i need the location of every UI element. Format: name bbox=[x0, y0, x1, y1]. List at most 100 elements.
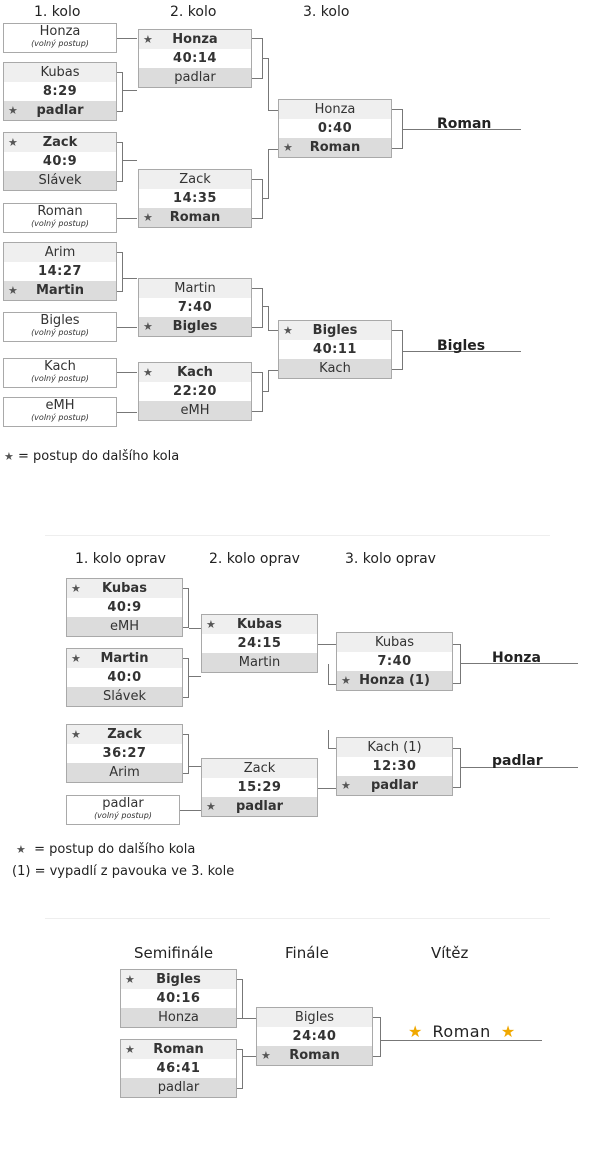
connector bbox=[188, 658, 189, 698]
star-icon: ★ bbox=[408, 1022, 423, 1041]
connector bbox=[460, 644, 461, 684]
player-top: Bigles bbox=[257, 1008, 372, 1027]
match-final: Bigles 24:40 ★Roman bbox=[256, 1007, 373, 1066]
bracket-winner-2: Bigles bbox=[437, 338, 486, 354]
connector bbox=[252, 38, 262, 39]
player-top: Honza bbox=[279, 100, 391, 119]
connector bbox=[268, 330, 278, 331]
player-bottom: ★Martin bbox=[4, 281, 116, 300]
player-bottom: ★Roman bbox=[139, 208, 251, 227]
connector bbox=[403, 129, 521, 130]
player-top: Arim bbox=[4, 243, 116, 262]
connector bbox=[183, 773, 188, 774]
star-icon: ★ bbox=[71, 728, 81, 741]
header-round-3: 3. kolo bbox=[303, 4, 350, 20]
score: 40:0 bbox=[67, 668, 182, 687]
score: 40:11 bbox=[279, 340, 391, 359]
legend-star: ★ = postup do dalšího kola bbox=[4, 449, 180, 464]
star-icon: ★ bbox=[283, 324, 293, 337]
score: 12:30 bbox=[337, 757, 452, 776]
divider bbox=[45, 918, 550, 919]
player-bottom: Arim bbox=[67, 763, 182, 782]
match-zack-slavek: ★Zack 40:9 Slávek bbox=[3, 132, 117, 191]
header-round-2: 2. kolo bbox=[170, 4, 217, 20]
player-top: ★Bigles bbox=[279, 321, 391, 340]
repechage-winner-1: Honza bbox=[492, 650, 541, 666]
legend-eliminated: (1) = vypadlí z pavouka ve 3. kole bbox=[12, 864, 235, 879]
bye-emh: eMH (volný postup) bbox=[3, 397, 117, 427]
connector bbox=[117, 291, 122, 292]
connector bbox=[252, 411, 262, 412]
player-name: eMH bbox=[45, 398, 75, 413]
connector bbox=[268, 149, 269, 199]
star-icon: ★ bbox=[8, 104, 18, 117]
player-top: ★Kach bbox=[139, 363, 251, 382]
header-repechage-1: 1. kolo oprav bbox=[75, 551, 166, 567]
connector bbox=[237, 979, 242, 980]
free-pass-label: (volný postup) bbox=[31, 413, 89, 422]
match-martin-slavek: ★Martin 40:0 Slávek bbox=[66, 648, 183, 707]
connector bbox=[242, 979, 243, 1019]
player-top: Kubas bbox=[337, 633, 452, 652]
player-bottom: padlar bbox=[139, 68, 251, 87]
connector bbox=[380, 1017, 381, 1057]
champion: ★ Roman ★ bbox=[408, 1022, 515, 1041]
player-name: Roman bbox=[37, 204, 83, 219]
star-icon: ★ bbox=[125, 973, 135, 986]
connector bbox=[183, 658, 188, 659]
match-martin-bigles: Martin 7:40 ★Bigles bbox=[138, 278, 252, 337]
connector bbox=[268, 58, 269, 110]
connector bbox=[123, 278, 137, 279]
connector bbox=[117, 252, 122, 253]
connector bbox=[242, 1049, 243, 1089]
connector bbox=[237, 1049, 242, 1050]
connector bbox=[122, 142, 123, 182]
star-icon: ★ bbox=[283, 141, 293, 154]
connector bbox=[183, 697, 188, 698]
match-kubas-padlar: Kubas 8:29 ★padlar bbox=[3, 62, 117, 121]
connector bbox=[328, 748, 336, 749]
connector bbox=[123, 160, 137, 161]
score: 15:29 bbox=[202, 778, 317, 797]
player-top: ★Kubas bbox=[67, 579, 182, 598]
match-zack-arim: ★Zack 36:27 Arim bbox=[66, 724, 183, 783]
connector bbox=[402, 109, 403, 149]
connector bbox=[381, 1040, 542, 1041]
connector bbox=[117, 412, 137, 413]
connector bbox=[117, 142, 122, 143]
connector bbox=[268, 370, 269, 392]
player-top: ★Martin bbox=[67, 649, 182, 668]
connector bbox=[328, 684, 336, 685]
star-icon: ★ bbox=[4, 450, 14, 463]
player-bottom: ★padlar bbox=[4, 101, 116, 120]
connector bbox=[318, 644, 336, 645]
player-bottom: Slávek bbox=[67, 687, 182, 706]
connector bbox=[123, 90, 137, 91]
connector bbox=[460, 748, 461, 788]
connector bbox=[403, 351, 521, 352]
bye-honza: Honza (volný postup) bbox=[3, 23, 117, 53]
connector bbox=[183, 627, 188, 628]
match-roman-padlar: ★Roman 46:41 padlar bbox=[120, 1039, 237, 1098]
connector bbox=[122, 252, 123, 292]
connector bbox=[117, 327, 137, 328]
connector bbox=[189, 676, 201, 677]
match-zack-padlar: Zack 15:29 ★padlar bbox=[201, 758, 318, 817]
connector bbox=[453, 683, 460, 684]
free-pass-label: (volný postup) bbox=[31, 39, 89, 48]
match-kubas-emh: ★Kubas 40:9 eMH bbox=[66, 578, 183, 637]
score: 40:9 bbox=[4, 152, 116, 171]
player-bottom: eMH bbox=[67, 617, 182, 636]
score: 40:9 bbox=[67, 598, 182, 617]
star-icon: ★ bbox=[125, 1043, 135, 1056]
free-pass-label: (volný postup) bbox=[31, 374, 89, 383]
star-icon: ★ bbox=[143, 320, 153, 333]
connector bbox=[262, 198, 269, 199]
player-bottom: padlar bbox=[121, 1078, 236, 1097]
bye-roman: Roman (volný postup) bbox=[3, 203, 117, 233]
star-icon: ★ bbox=[206, 618, 216, 631]
connector bbox=[188, 588, 189, 628]
match-kach-emh: ★Kach 22:20 eMH bbox=[138, 362, 252, 421]
player-top: ★Zack bbox=[67, 725, 182, 744]
player-bottom: eMH bbox=[139, 401, 251, 420]
